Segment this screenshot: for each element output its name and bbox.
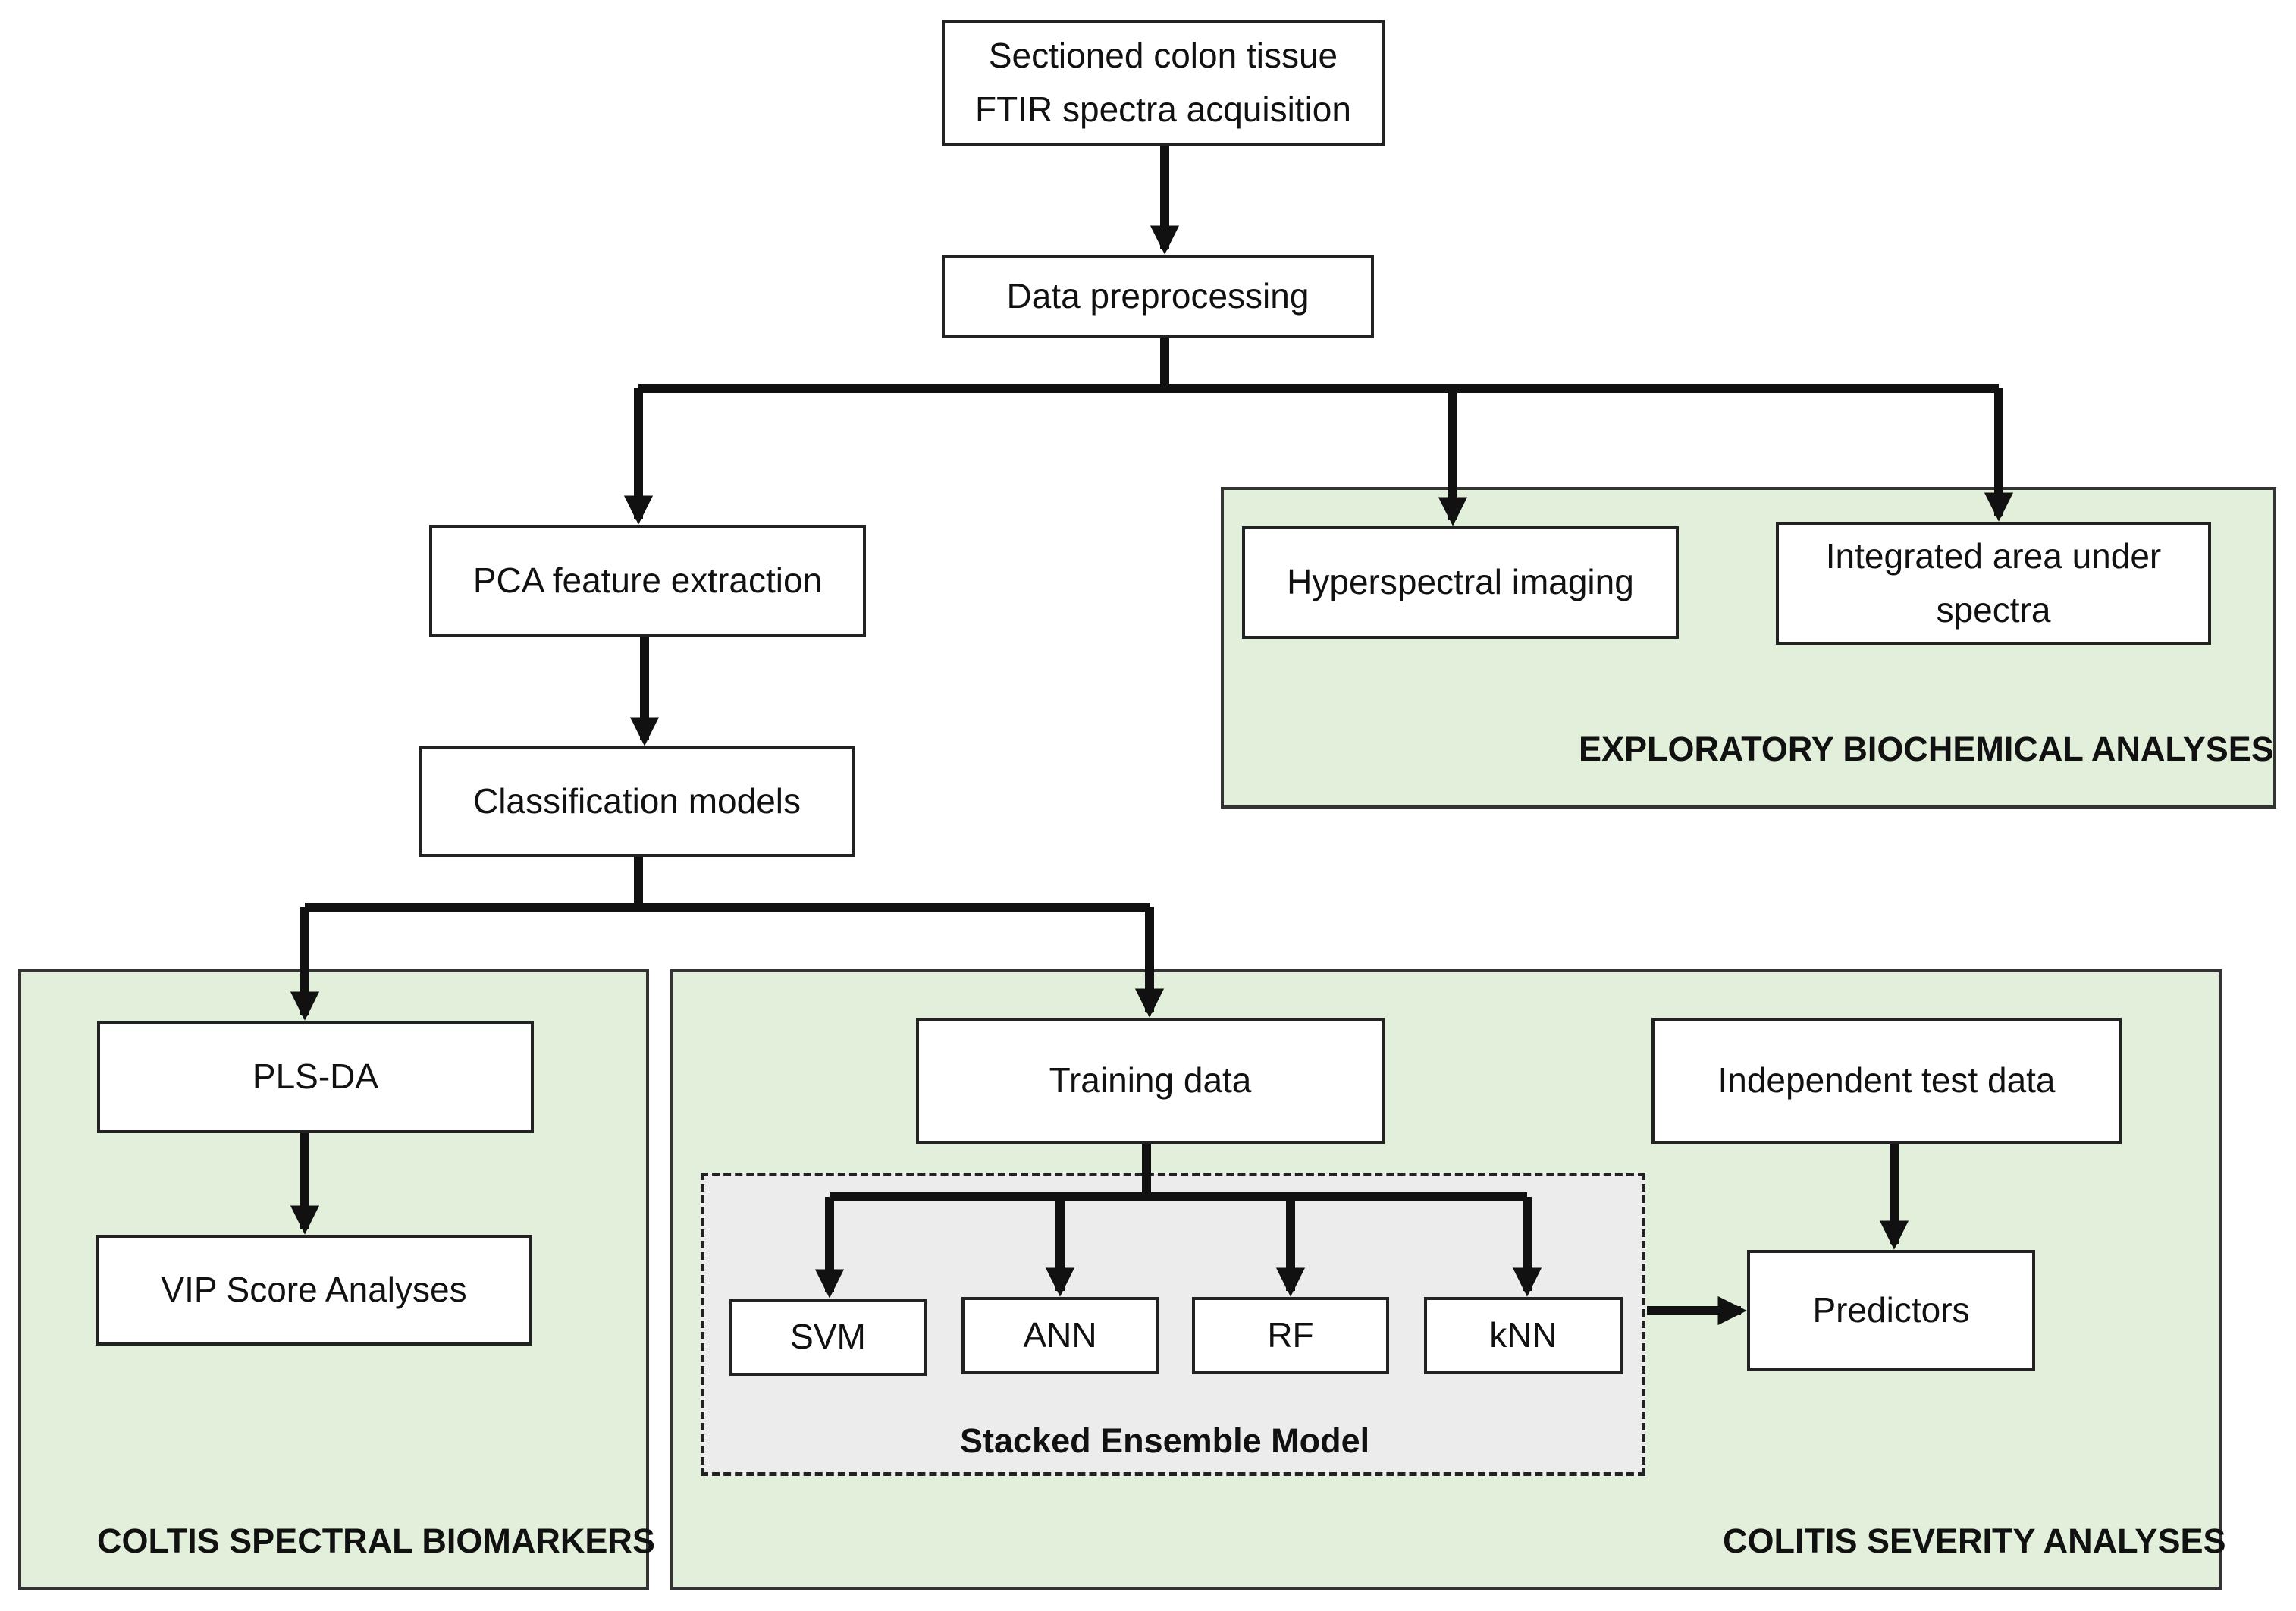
severity-title: COLITIS SEVERITY ANALYSES bbox=[1723, 1522, 2226, 1560]
svm-node: SVM bbox=[729, 1299, 927, 1376]
acquisition-line2: FTIR spectra acquisition bbox=[975, 90, 1351, 129]
rf-node: RF bbox=[1192, 1297, 1389, 1374]
plsda-node: PLS-DA bbox=[97, 1021, 534, 1133]
integrated-line2: spectra bbox=[1936, 590, 2051, 630]
test-data-label: Independent test data bbox=[1717, 1060, 2056, 1101]
vip-node: VIP Score Analyses bbox=[96, 1235, 532, 1346]
pca-node: PCA feature extraction bbox=[429, 525, 866, 637]
integrated-area-node: Integrated area under spectra bbox=[1776, 522, 2211, 645]
rf-label: RF bbox=[1267, 1315, 1314, 1355]
acquisition-node: Sectioned colon tissue FTIR spectra acqu… bbox=[942, 20, 1385, 146]
ann-node: ANN bbox=[961, 1297, 1159, 1374]
acquisition-line1: Sectioned colon tissue bbox=[988, 35, 1338, 75]
ann-label: ANN bbox=[1023, 1315, 1097, 1355]
test-data-node: Independent test data bbox=[1651, 1018, 2122, 1144]
pca-label: PCA feature extraction bbox=[472, 561, 823, 601]
ensemble-title: Stacked Ensemble Model bbox=[960, 1421, 1370, 1460]
training-label: Training data bbox=[1049, 1060, 1252, 1101]
predictors-node: Predictors bbox=[1747, 1250, 2035, 1371]
training-node: Training data bbox=[916, 1018, 1385, 1144]
biomarkers-title: COLTIS SPECTRAL BIOMARKERS bbox=[97, 1522, 655, 1560]
exploratory-title: EXPLORATORY BIOCHEMICAL ANALYSES bbox=[1579, 730, 2274, 768]
plsda-label: PLS-DA bbox=[252, 1057, 379, 1097]
knn-node: kNN bbox=[1424, 1297, 1623, 1374]
hyperspectral-label: Hyperspectral imaging bbox=[1287, 562, 1634, 602]
vip-label: VIP Score Analyses bbox=[161, 1270, 467, 1310]
predictors-label: Predictors bbox=[1812, 1290, 1970, 1330]
preprocessing-label: Data preprocessing bbox=[1006, 276, 1310, 316]
preprocessing-node: Data preprocessing bbox=[942, 255, 1374, 338]
classification-label: Classification models bbox=[472, 781, 801, 821]
hyperspectral-node: Hyperspectral imaging bbox=[1242, 526, 1679, 639]
integrated-line1: Integrated area under bbox=[1825, 535, 2162, 576]
classification-node: Classification models bbox=[419, 746, 855, 857]
svm-label: SVM bbox=[790, 1317, 866, 1357]
knn-label: kNN bbox=[1489, 1315, 1557, 1355]
